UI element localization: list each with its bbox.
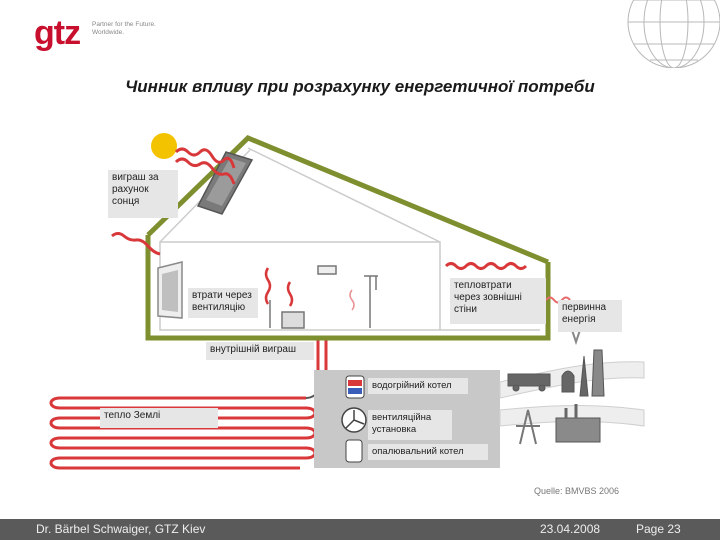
label-wall-loss-line2: через зовнішні [454,292,522,303]
label-wall-loss-line3: стіни [454,304,477,315]
footer-author: Dr. Bärbel Schwaiger, GTZ Kiev [36,522,206,536]
ventilation-unit-icon [341,407,367,433]
footer: Dr. Bärbel Schwaiger, GTZ Kiev 23.04.200… [0,519,720,540]
wall-loss-wave [444,262,528,270]
label-ventilation-loss: втрати через вентиляцію [188,288,258,318]
footer-page: Page 23 [636,522,681,536]
slide-title: Чинник впливу при розрахунку енергетично… [125,77,595,96]
label-ventilation-loss-line2: вентиляцію [192,302,246,313]
heating-boiler-icon [345,439,363,463]
label-wall-loss: тепловтрати через зовнішні стіни [450,278,546,324]
header: gtz Partner for the Future. Worldwide. [0,0,720,68]
label-solar-gain: виграш за рахунок сонця [108,170,178,218]
house-walls [145,135,551,341]
sun-icon [151,133,177,159]
label-water-boiler: водогрійний котел [368,378,468,394]
label-ventilation-unit: вентиляційна установка [368,410,452,440]
ventilation-loss-waves [264,267,294,307]
appliances [269,265,378,329]
tagline-line-2: Worldwide. [92,29,125,36]
label-ventilation-unit-line1: вентиляційна [372,412,432,423]
footer-date: 23.04.2008 [540,522,601,536]
label-internal-gain: внутрішній виграш [206,342,314,360]
label-primary-energy-line1: первинна [562,302,607,313]
water-boiler-icon [345,375,365,399]
label-primary-energy-line2: енергія [562,314,596,325]
primary-energy-arrows [499,361,645,427]
label-solar-gain-line1: виграш за [112,172,159,183]
label-ground-heat: тепло Землі [100,408,218,428]
label-ventilation-loss-line1: втрати через [192,290,252,301]
logo-tagline: Partner for the Future. Worldwide. [92,21,162,37]
tagline-line-1: Partner for the Future. [92,21,156,28]
gtz-logo: gtz [34,14,81,52]
source-note: Quelle: BMVBS 2006 [534,486,620,496]
globe-icon [627,0,720,68]
window-icon [157,261,183,319]
label-solar-gain-line2: рахунок [112,184,149,195]
label-ventilation-unit-line2: установка [372,424,417,435]
solar-panel [196,151,254,215]
energy-sources [507,311,613,445]
label-wall-loss-line1: тепловтрати [454,280,512,291]
label-heating-boiler: опалювальний котел [368,444,488,460]
label-primary-energy: первинна енергія [558,300,622,332]
solar-rays [111,147,236,256]
label-solar-gain-line3: сонця [112,196,140,207]
